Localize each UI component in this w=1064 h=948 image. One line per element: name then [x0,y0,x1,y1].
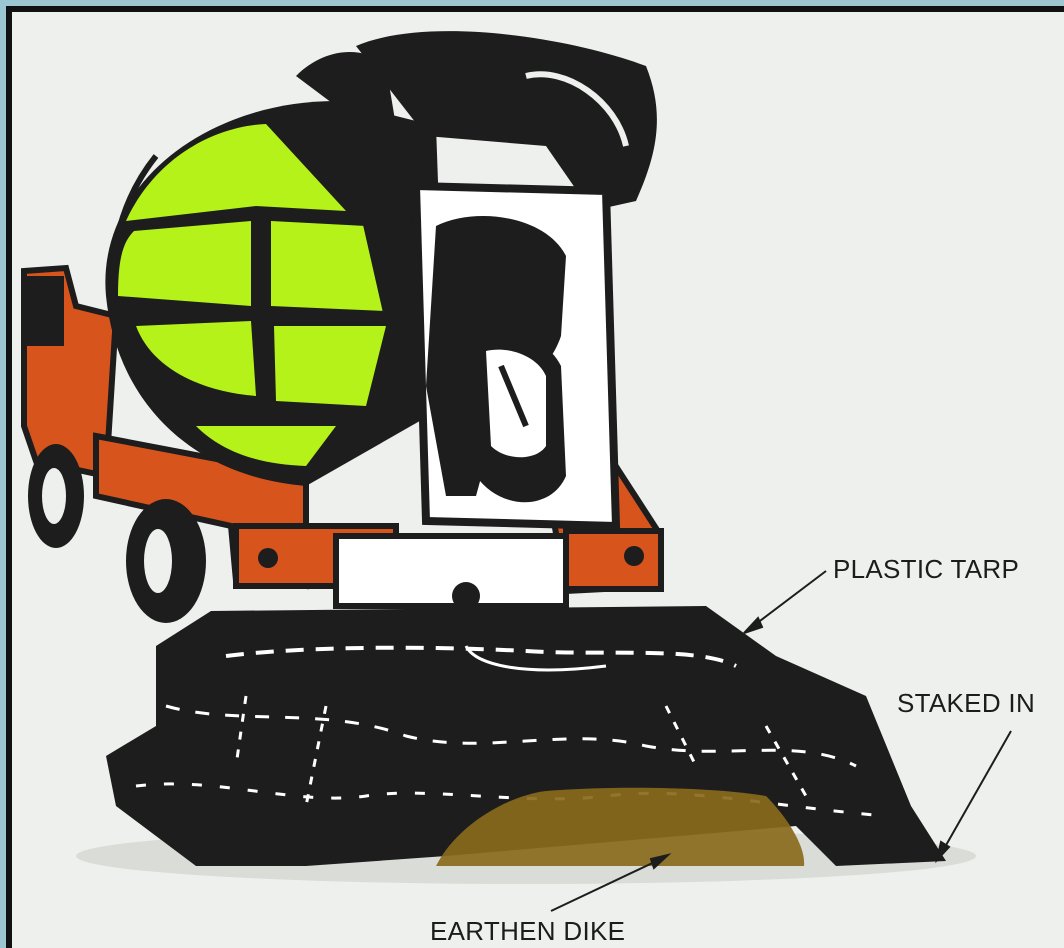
staked-in-label: STAKED IN [897,688,1036,718]
truck-wheels [28,444,206,623]
chute-assembly [296,31,657,531]
illustration-panel: PLASTIC TARP STAKED IN EARTHEN DIKE [6,6,1064,948]
leader-lines [550,570,1012,912]
earthen-dike-label: EARTHEN DIKE [430,916,626,946]
earthen-dike [436,787,805,866]
plastic-tarp-label: PLASTIC TARP [833,554,1020,584]
concrete-washout-illustration [21,31,1012,912]
